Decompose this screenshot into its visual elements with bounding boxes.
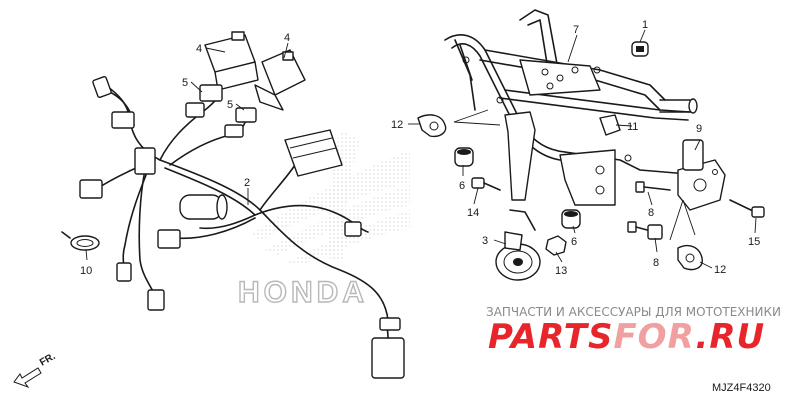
- watermark-caption: ЗАПЧАСТИ И АКСЕССУАРЫ ДЛЯ МОТОТЕХНИКИ: [486, 305, 781, 319]
- callout-12a: 12: [391, 119, 403, 131]
- horn: [495, 209, 541, 281]
- band-clip: [61, 231, 100, 251]
- bolt-15: [729, 199, 765, 218]
- relay-right: [254, 49, 306, 111]
- callout-6b: 6: [571, 236, 577, 248]
- rubber-mount-lower: [561, 209, 581, 229]
- callout-10: 10: [80, 265, 92, 277]
- callout-7: 7: [573, 24, 579, 36]
- callout-14: 14: [467, 207, 479, 219]
- front-direction-arrow: FR.: [13, 351, 58, 389]
- front-direction-label: FR.: [38, 351, 58, 369]
- right-bracket-plate: [677, 139, 726, 211]
- honda-wing-watermark: [250, 130, 410, 266]
- watermark-logo-part3: .RU: [695, 317, 765, 357]
- stay-frame: [444, 9, 701, 206]
- leader-lines: [85, 29, 757, 269]
- callout-4b: 4: [284, 32, 290, 44]
- callout-15: 15: [748, 236, 760, 248]
- callout-4a: 4: [196, 43, 202, 55]
- callout-5a: 5: [182, 77, 188, 89]
- callout-5b: 5: [227, 99, 233, 111]
- callout-3: 3: [482, 235, 488, 247]
- callout-13: 13: [555, 265, 567, 277]
- callout-8a: 8: [648, 207, 654, 219]
- callout-9: 9: [696, 123, 702, 135]
- watermark-logo-part1: PARTS: [488, 317, 613, 357]
- clip-11: [599, 114, 621, 136]
- relay-socket-left: [185, 84, 223, 118]
- watermark-logo-part2: FOR: [613, 317, 695, 357]
- callout-labels: 1 2 3 4 4 5 5 6 6 7 8 8 9 10 11 12 12 13…: [80, 19, 760, 277]
- wire-clamp-lower: [677, 244, 703, 271]
- rubber-mount-upper: [454, 147, 474, 167]
- honda-brand-text: HONDA: [238, 276, 368, 309]
- callout-2: 2: [244, 177, 250, 189]
- callout-11: 11: [627, 121, 638, 133]
- callout-8b: 8: [653, 257, 659, 269]
- bolt-lower: [627, 221, 663, 240]
- watermark-logo: PARTSFOR.RU: [488, 317, 765, 357]
- relay-socket-right: [224, 107, 257, 138]
- bolt-upper: [635, 181, 671, 193]
- nut-13: [545, 235, 567, 256]
- callout-6a: 6: [459, 180, 465, 192]
- callout-12b: 12: [714, 264, 726, 276]
- bolt-14: [471, 177, 501, 191]
- grommet: [631, 41, 649, 57]
- relay-left: [204, 31, 259, 91]
- wire-clamp-upper: [417, 114, 447, 138]
- callout-1: 1: [642, 19, 648, 31]
- diagram-code: MJZ4F4320: [712, 382, 771, 394]
